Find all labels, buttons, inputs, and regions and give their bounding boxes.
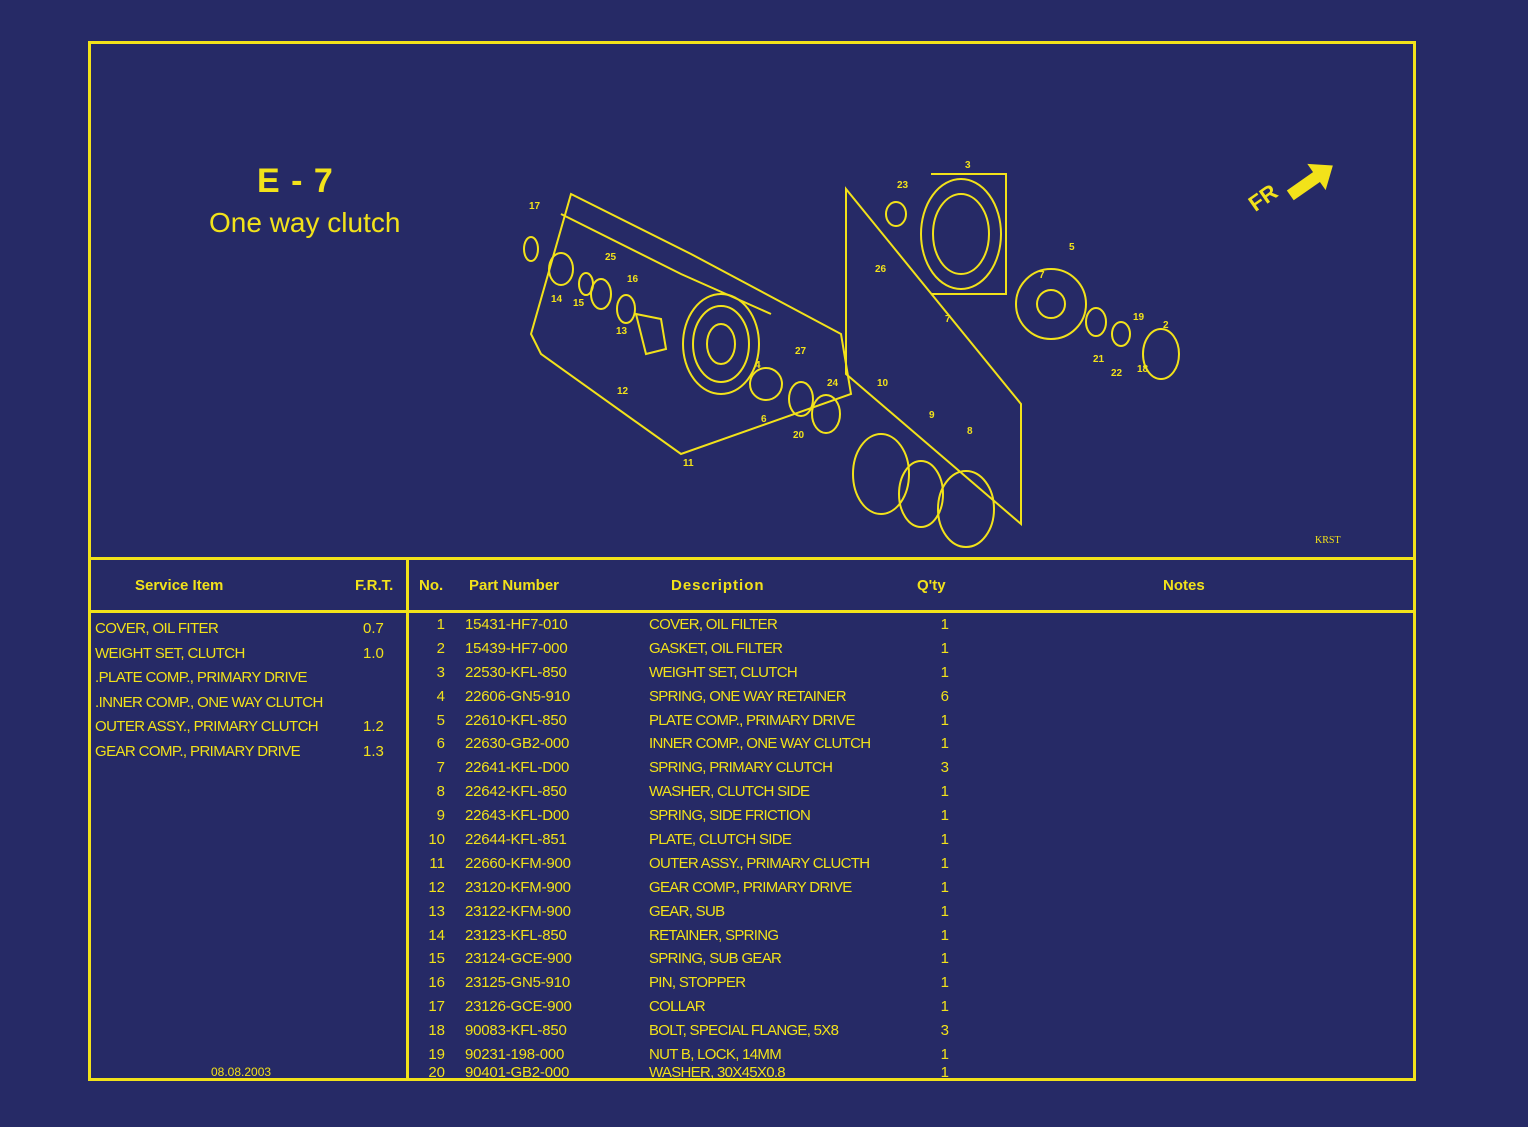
callout-16: 16 bbox=[627, 274, 639, 285]
section-name: One way clutch bbox=[209, 207, 401, 238]
header-part-number: Part Number bbox=[469, 577, 560, 594]
callout-14: 14 bbox=[551, 294, 563, 305]
callout-26: 26 bbox=[875, 264, 887, 275]
callout-10: 10 bbox=[877, 378, 889, 389]
header-service-item: Service Item bbox=[135, 577, 224, 594]
callout-12: 12 bbox=[617, 386, 629, 397]
table-header: Service Item F.R.T. No. Part Number Desc… bbox=[91, 557, 1413, 613]
header-qty: Q'ty bbox=[917, 577, 946, 594]
callout-11: 11 bbox=[683, 458, 694, 469]
callout-3: 3 bbox=[965, 160, 971, 171]
callout-22: 22 bbox=[1111, 368, 1123, 379]
callout-17: 17 bbox=[529, 201, 541, 212]
diagram-area: E - 7 One way clutch FR bbox=[91, 44, 1413, 560]
callout-20: 20 bbox=[793, 430, 805, 441]
parts-table: Service Item F.R.T. No. Part Number Desc… bbox=[91, 557, 1413, 1081]
header-notes: Notes bbox=[1163, 577, 1205, 594]
header-description: Description bbox=[671, 577, 765, 594]
header-frt: F.R.T. bbox=[355, 577, 394, 594]
callout-7b: 7 bbox=[945, 314, 951, 325]
callout-13: 13 bbox=[616, 326, 628, 337]
callout-6: 6 bbox=[761, 414, 767, 425]
callout-25: 25 bbox=[605, 252, 617, 263]
callout-5: 5 bbox=[1069, 242, 1075, 253]
fr-label: FR bbox=[1244, 179, 1282, 216]
exploded-view-drawing: 17 14 15 25 16 13 12 11 4 27 6 20 24 10 … bbox=[523, 160, 1180, 548]
callout-15: 15 bbox=[573, 298, 585, 309]
header-no: No. bbox=[419, 577, 444, 594]
callout-8: 8 bbox=[967, 426, 973, 437]
callout-4: 4 bbox=[755, 360, 761, 371]
callout-27: 27 bbox=[795, 346, 807, 357]
callout-2: 2 bbox=[1163, 320, 1169, 331]
front-arrow-icon: FR bbox=[1244, 163, 1333, 216]
section-code: E - 7 bbox=[257, 162, 334, 200]
callout-9: 9 bbox=[929, 410, 935, 421]
drawing-code: KRST bbox=[1315, 535, 1341, 546]
date-stamp: 08.08.2003 bbox=[211, 1065, 272, 1079]
callout-18: 18 bbox=[1137, 364, 1149, 375]
callout-23: 23 bbox=[897, 180, 909, 191]
service-row: .PLATE COMP., PRIMARY DRIVE bbox=[95, 669, 308, 686]
callout-24: 24 bbox=[827, 378, 839, 389]
parts-sheet: E - 7 One way clutch FR bbox=[88, 41, 1416, 1081]
callout-21: 21 bbox=[1093, 354, 1105, 365]
column-divider bbox=[406, 557, 409, 1081]
callout-7a: 7 bbox=[1039, 270, 1045, 281]
callout-19: 19 bbox=[1133, 312, 1145, 323]
service-row: .INNER COMP., ONE WAY CLUTCH bbox=[95, 693, 323, 711]
